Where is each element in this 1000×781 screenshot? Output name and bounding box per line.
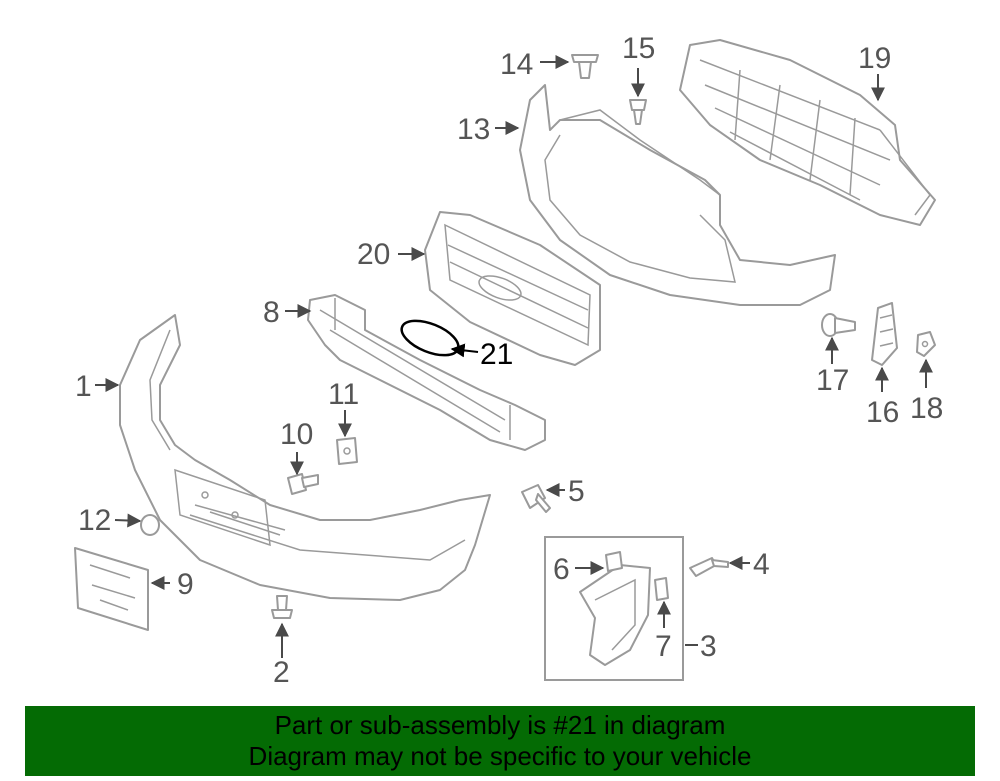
callout-18: 18 [910,392,943,425]
part-17-clip [821,313,856,337]
callout-2: 2 [273,656,290,689]
part-16-bracket [871,302,898,366]
parts-diagram: 1 2 3 4 5 6 7 8 9 10 11 12 13 14 15 16 1… [74,32,943,689]
callout-19: 19 [858,42,891,75]
callout-14: 14 [500,48,533,81]
callout-17: 17 [816,364,849,397]
part-11-nut [336,437,358,465]
part-2-push-pin [271,595,293,619]
callout-6: 6 [553,553,570,586]
callout-1: 1 [75,370,92,403]
part-4-push-pin [689,557,729,577]
part-8-reinforcement-bar [307,294,546,451]
callout-5: 5 [568,475,585,508]
banner-line-1: Part or sub-assembly is #21 in diagram [274,710,726,740]
callout-13: 13 [457,113,490,146]
callout-15: 15 [622,32,655,65]
part-20-grille [424,211,601,366]
callout-21: 21 [480,338,513,371]
callout-9: 9 [177,568,194,601]
part-10-bolt [287,473,319,495]
part-1-bumper-cover [119,314,491,601]
callout-10: 10 [280,418,313,451]
callout-numbers: 1 2 3 4 5 6 7 8 9 10 11 12 13 14 15 16 1… [75,32,943,689]
part-9-license-bracket [74,547,149,631]
part-13-grille-opening-panel [519,84,836,306]
part-15-clip [629,99,647,125]
callout-20: 20 [357,238,390,271]
disclaimer-banner: Part or sub-assembly is #21 in diagram D… [25,706,975,776]
banner-line-2: Diagram may not be specific to your vehi… [248,741,752,771]
callout-16: 16 [866,396,899,429]
callout-leaders [95,55,933,658]
part-3-bracket-assembly [544,536,684,681]
callout-4: 4 [753,548,770,581]
part-18-nut [916,331,936,357]
callout-11: 11 [328,378,359,411]
callout-3: 3 [700,630,717,663]
part-12-plug [140,514,160,536]
callout-7: 7 [655,630,672,663]
part-14-push-pin [571,54,599,79]
callout-12: 12 [78,504,111,537]
callout-8: 8 [263,296,280,329]
part-5-clip [521,484,551,513]
part-19-grille-support [679,39,936,226]
